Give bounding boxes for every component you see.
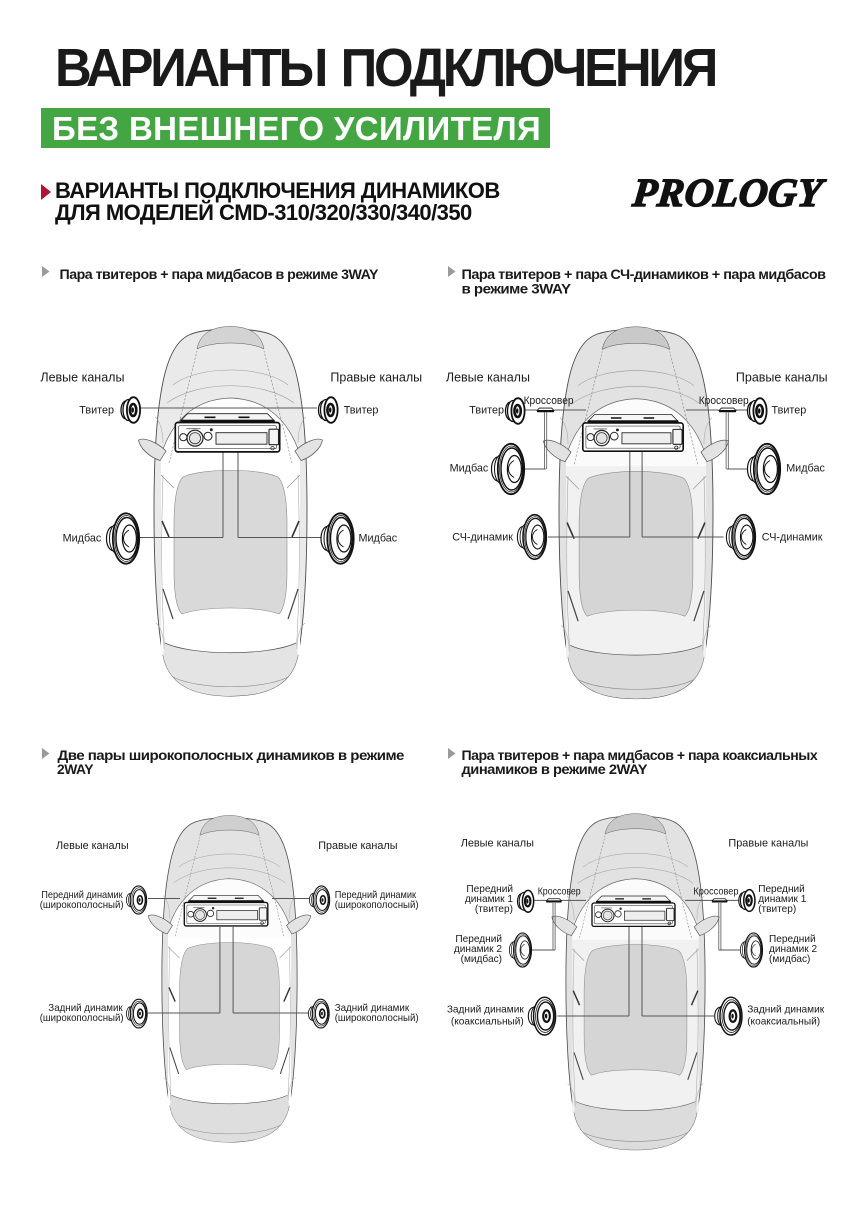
svg-text:(широкополосный): (широкополосный) (40, 900, 124, 911)
svg-text:Правые каналы: Правые каналы (330, 371, 422, 385)
svg-text:динамик 2: динамик 2 (454, 944, 503, 955)
svg-text:Задний динамик: Задний динамик (447, 1005, 525, 1016)
svg-text:Передний динамик: Передний динамик (335, 890, 417, 901)
svg-text:Твитер: Твитер (469, 405, 504, 417)
svg-text:Твитер: Твитер (772, 405, 807, 417)
svg-text:Кроссовер: Кроссовер (693, 887, 738, 898)
svg-text:динамик 2: динамик 2 (769, 944, 818, 955)
svg-text:динамик 1: динамик 1 (465, 894, 514, 905)
svg-text:Кроссовер: Кроссовер (538, 887, 581, 898)
svg-text:Твитер: Твитер (79, 404, 114, 416)
svg-text:(мидбас): (мидбас) (769, 953, 810, 965)
svg-text:Пара твитеров + пара СЧ-динами: Пара твитеров + пара СЧ-динамиков + пара… (462, 267, 827, 283)
svg-text:СЧ-динамик: СЧ-динамик (452, 532, 513, 544)
svg-text:Правые каналы: Правые каналы (728, 837, 808, 849)
svg-text:Передний: Передний (466, 884, 513, 895)
svg-text:(твитер): (твитер) (475, 904, 513, 915)
svg-text:Правые каналы: Правые каналы (736, 371, 828, 385)
svg-text:(широкополосный): (широкополосный) (40, 1013, 124, 1024)
svg-text:(широкополосный): (широкополосный) (335, 900, 419, 911)
svg-text:Левые каналы: Левые каналы (40, 371, 124, 385)
svg-text:(твитер): (твитер) (758, 904, 796, 915)
svg-text:Передний: Передний (769, 934, 816, 945)
svg-text:(мидбас): (мидбас) (461, 953, 502, 965)
svg-text:Задний динамик: Задний динамик (747, 1005, 825, 1016)
svg-text:Передний: Передний (455, 934, 502, 945)
svg-text:Две пары широкополосных динами: Две пары широкополосных динамиков в режи… (58, 748, 405, 764)
svg-text:(широкополосный): (широкополосный) (335, 1013, 419, 1024)
svg-text:Левые каналы: Левые каналы (446, 371, 530, 385)
svg-text:Задний динамик: Задний динамик (48, 1003, 123, 1014)
svg-text:Мидбас: Мидбас (786, 463, 825, 475)
svg-text:Левые каналы: Левые каналы (56, 840, 129, 852)
svg-text:в режиме 3WAY: в режиме 3WAY (462, 281, 572, 297)
svg-text:Кроссовер: Кроссовер (699, 395, 749, 407)
svg-text:СЧ-динамик: СЧ-динамик (762, 532, 823, 544)
svg-text:(коаксиальный): (коаксиальный) (747, 1017, 820, 1028)
svg-text:динамик 1: динамик 1 (758, 894, 807, 905)
svg-text:Передний: Передний (758, 884, 805, 895)
svg-text:Передний динамик: Передний динамик (41, 890, 123, 901)
svg-text:Пара твитеров + пара мидбасов: Пара твитеров + пара мидбасов + пара коа… (462, 748, 818, 764)
svg-text:2WAY: 2WAY (57, 762, 94, 778)
svg-text:Мидбас: Мидбас (450, 463, 489, 475)
svg-text:Пара твитеров + пара мидбасов: Пара твитеров + пара мидбасов в режиме 3… (60, 267, 380, 283)
svg-text:динамиков в режиме 2WAY: динамиков в режиме 2WAY (462, 762, 649, 778)
svg-text:Кроссовер: Кроссовер (524, 395, 574, 407)
svg-text:Мидбас: Мидбас (63, 533, 102, 545)
svg-text:Левые каналы: Левые каналы (461, 837, 534, 849)
svg-text:Задний динамик: Задний динамик (335, 1003, 410, 1014)
svg-text:Правые каналы: Правые каналы (318, 840, 398, 852)
svg-text:(коаксиальный): (коаксиальный) (451, 1017, 524, 1028)
svg-text:Твитер: Твитер (344, 404, 379, 416)
svg-text:Мидбас: Мидбас (359, 533, 398, 545)
